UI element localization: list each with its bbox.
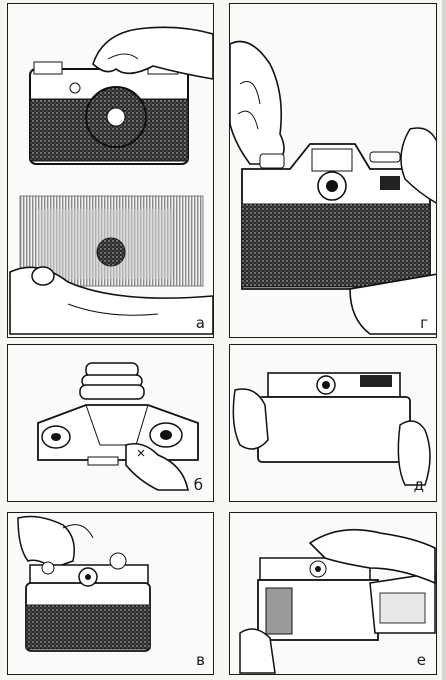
panel-v: в [7, 512, 214, 675]
illustration-g [230, 40, 436, 335]
panel-label-g: г [420, 314, 428, 332]
panel-label-b: б [193, 476, 203, 494]
panel-e: е [229, 512, 437, 675]
illustration-v [17, 515, 151, 652]
panel-b: б [7, 344, 214, 502]
illustration-e [239, 528, 436, 674]
panel-label-d: д [413, 476, 424, 494]
illustration-b [37, 362, 199, 491]
panel-label-e: е [416, 651, 426, 669]
panel-g: г [229, 3, 437, 338]
illustration-a [9, 26, 213, 335]
panel-d: д [229, 344, 437, 502]
panel-label-v: в [196, 651, 205, 669]
illustration-d [232, 372, 431, 486]
panel-label-a: а [195, 314, 205, 332]
panel-a: а [7, 3, 214, 338]
scan-edge [442, 0, 446, 680]
